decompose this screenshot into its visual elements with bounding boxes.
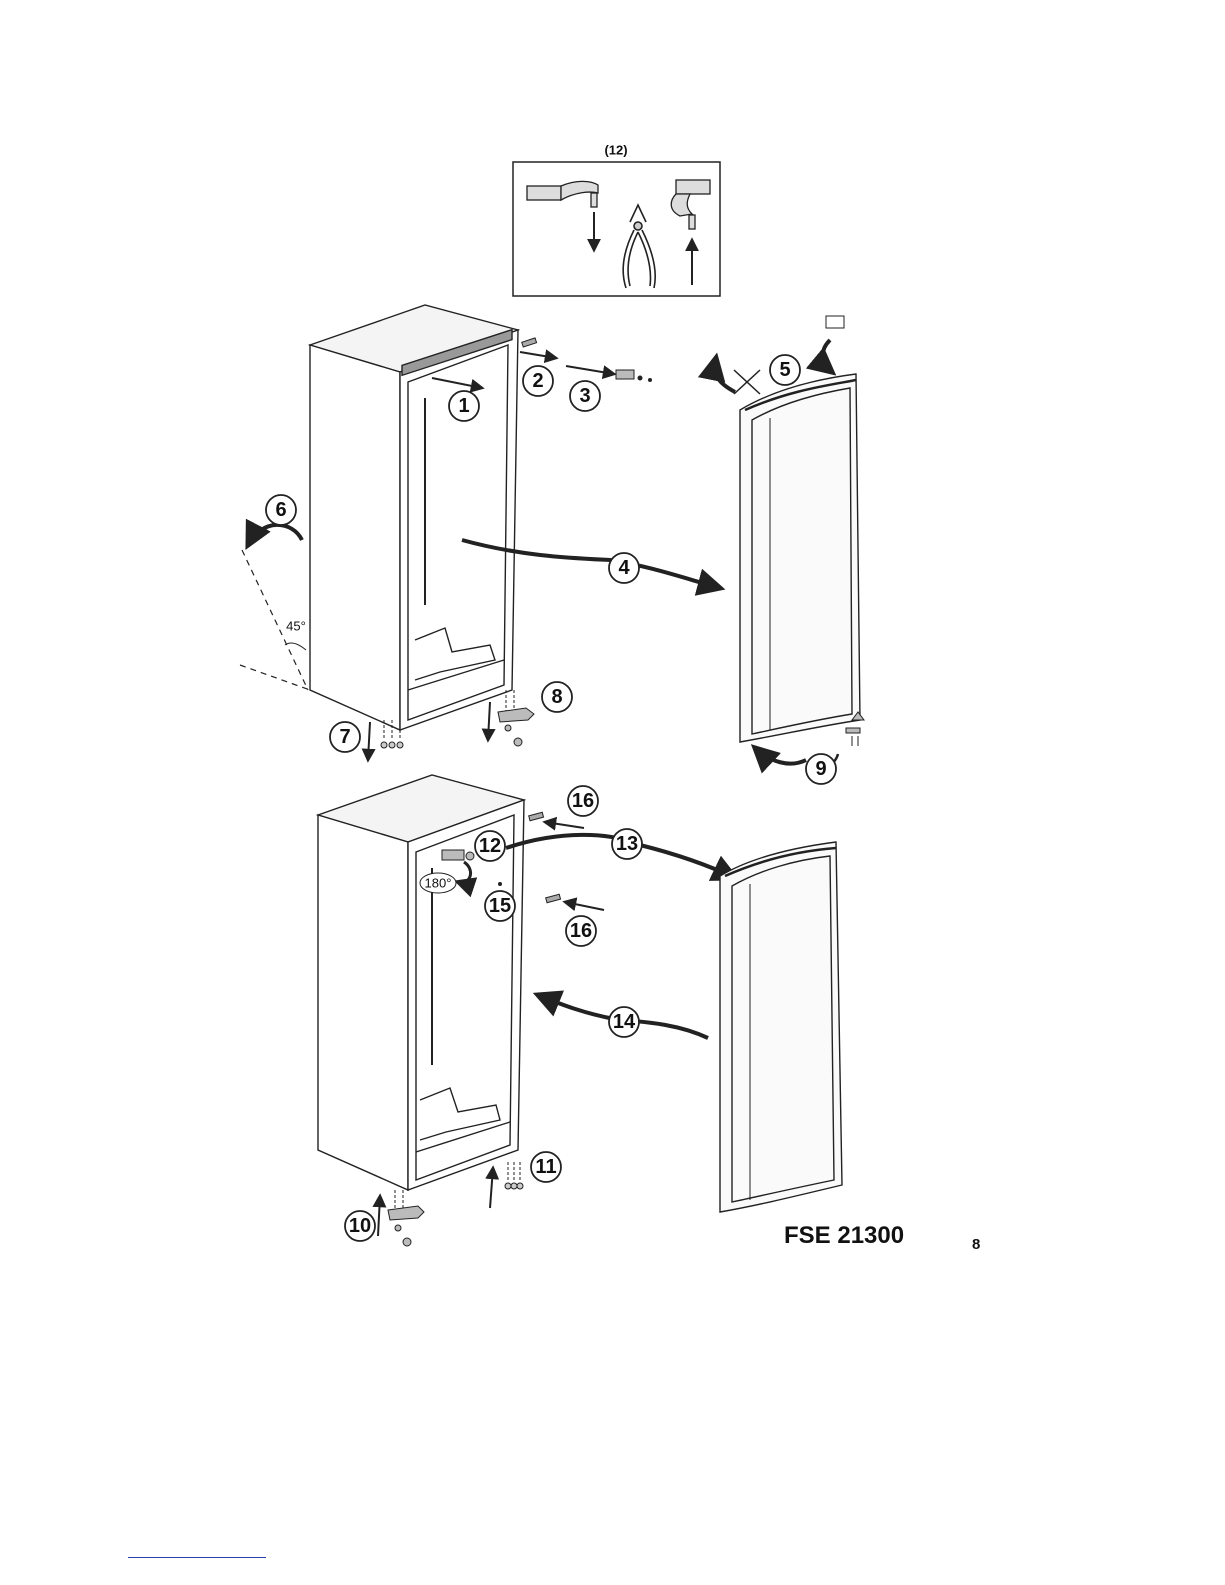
step-7-label: 7 xyxy=(339,726,350,748)
hinge-swap-inset: (12) xyxy=(513,143,720,297)
step-14-label: 14 xyxy=(613,1011,636,1033)
step-8-marker: 8 xyxy=(542,682,572,712)
inset-label: (12) xyxy=(604,143,627,158)
bottom-hinge-icon xyxy=(498,690,534,746)
step-4-marker: 4 xyxy=(609,553,639,583)
step-11-label: 11 xyxy=(535,1156,556,1178)
step-4-label: 4 xyxy=(618,557,630,579)
rotate-angle-badge: 180° xyxy=(420,873,456,893)
page-number: 8 xyxy=(972,1236,980,1253)
step-3-label: 3 xyxy=(579,385,590,407)
step-13-label: 13 xyxy=(616,833,638,855)
tilt-angle-label: 45° xyxy=(286,619,306,634)
step-16-upper-label: 16 xyxy=(572,790,594,812)
footer-rule xyxy=(128,1557,266,1558)
step-16-upper-marker: 16 xyxy=(568,786,598,816)
step-9-label: 9 xyxy=(815,758,826,780)
model-number: FSE 21300 xyxy=(784,1222,904,1250)
step-2-label: 2 xyxy=(532,370,543,392)
step-12-label: 12 xyxy=(479,835,501,857)
step-3-marker: 3 xyxy=(570,381,600,411)
fridge-cabinet-upper xyxy=(310,305,518,730)
top-hinge-icon xyxy=(616,370,652,382)
fridge-door-lower xyxy=(720,842,842,1212)
step-8-label: 8 xyxy=(551,686,562,708)
cabinet-feet-right xyxy=(505,1162,523,1189)
lower-hinge-mount-icon xyxy=(388,1190,424,1246)
step-16-lower-label: 16 xyxy=(570,920,592,942)
step-6-marker: 6 xyxy=(266,495,296,525)
step-5-marker: 5 xyxy=(770,355,800,385)
step-9-marker: 9 xyxy=(806,754,836,784)
step-1-label: 1 xyxy=(458,395,469,417)
fridge-door-upper xyxy=(740,374,860,742)
step-15-label: 15 xyxy=(489,895,511,917)
step-2-marker: 2 xyxy=(523,366,553,396)
step-13-marker: 13 xyxy=(612,829,642,859)
step-11-marker: 11 xyxy=(531,1152,561,1182)
step-5-label: 5 xyxy=(779,359,790,381)
step-6-label: 6 xyxy=(275,499,286,521)
step-12-marker: 12 xyxy=(475,831,505,861)
step-1-marker: 1 xyxy=(449,391,479,421)
step-10-label: 10 xyxy=(349,1215,371,1237)
rotate-angle-label: 180° xyxy=(425,876,452,891)
step-14-marker: 14 xyxy=(609,1007,639,1037)
cap-piece-icon xyxy=(826,316,844,328)
step-16-lower-marker: 16 xyxy=(566,916,596,946)
step-7-marker: 7 xyxy=(330,722,360,752)
step-10-marker: 10 xyxy=(345,1211,375,1241)
crossed-cap-icon xyxy=(734,370,760,394)
step-15-marker: 15 xyxy=(485,891,515,921)
